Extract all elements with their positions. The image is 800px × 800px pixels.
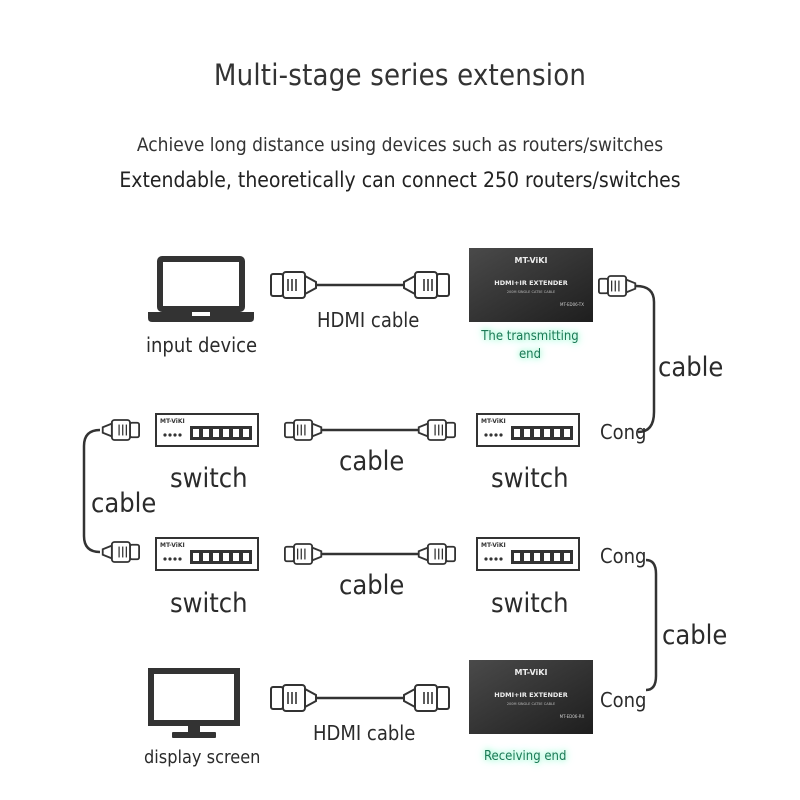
hdmi-cable-top [270,271,450,299]
subtitle-routers: Achieve long distance using devices such… [136,134,664,156]
hdmi-cable-bottom [270,684,450,712]
cong-label-1: Cong [600,420,647,444]
network-cable-left [82,419,140,563]
receiver-model: MT-ED06-RX [560,714,585,719]
hdmi-cable-top-label: HDMI cable [317,308,420,332]
transmitter-spec: 200M SINGLE CAT5E CABLE [507,290,555,294]
cable-label-row1: cable [339,446,405,477]
cong-label-2: Cong [600,544,647,568]
display-screen-label: display screen [144,747,261,768]
switch-row1-left: MT-ViKI [155,413,259,447]
receiver-spec: 200M SINGLE CAT5E CABLE [507,702,555,706]
cable-label-right-top: cable [658,352,724,383]
network-cable-right-top [598,275,656,434]
switch-brand: MT-ViKI [160,542,185,549]
receiver-caption: Receiving end [484,749,567,764]
switch-label-row2-left: switch [170,588,248,619]
switch-row1-right: MT-ViKI [476,413,580,447]
transmitter-device: MT-ViKI HDMI+IR EXTENDER 200M SINGLE CAT… [469,248,593,322]
receiver-device: MT-ViKI HDMI+IR EXTENDER 200M SINGLE CAT… [469,660,593,734]
page-title: Multi-stage series extension [213,58,587,92]
subtitle-extendable: Extendable, theoretically can connect 25… [119,168,681,192]
transmitter-caption: The transmitting end [481,329,579,362]
cable-label-left: cable [91,488,157,519]
switch-row2-left: MT-ViKI [155,537,259,571]
switch-label-row1-right: switch [491,463,569,494]
switch-label-row2-right: switch [491,588,569,619]
laptop-icon [148,256,254,322]
transmitter-model: MT-ED06-TX [560,302,584,307]
switch-brand: MT-ViKI [160,418,185,425]
switch-label-row1-left: switch [170,463,248,494]
receiver-brand: MT-ViKI [515,668,548,677]
cong-label-3: Cong [600,688,647,712]
transmitter-product: HDMI+IR EXTENDER [494,279,567,287]
switch-row2-right: MT-ViKI [476,537,580,571]
receiver-product: HDMI+IR EXTENDER [494,691,567,699]
network-cable-right-bottom [645,558,658,692]
network-cable-row1 [284,419,456,441]
network-cable-row2 [284,543,456,565]
input-device-label: input device [146,333,258,357]
switch-brand: MT-ViKI [481,418,506,425]
monitor-icon [148,668,240,738]
cable-label-row2: cable [339,570,405,601]
cable-label-right-bottom: cable [662,620,728,651]
switch-brand: MT-ViKI [481,542,506,549]
transmitter-brand: MT-ViKI [515,256,548,265]
hdmi-cable-bottom-label: HDMI cable [313,721,416,745]
